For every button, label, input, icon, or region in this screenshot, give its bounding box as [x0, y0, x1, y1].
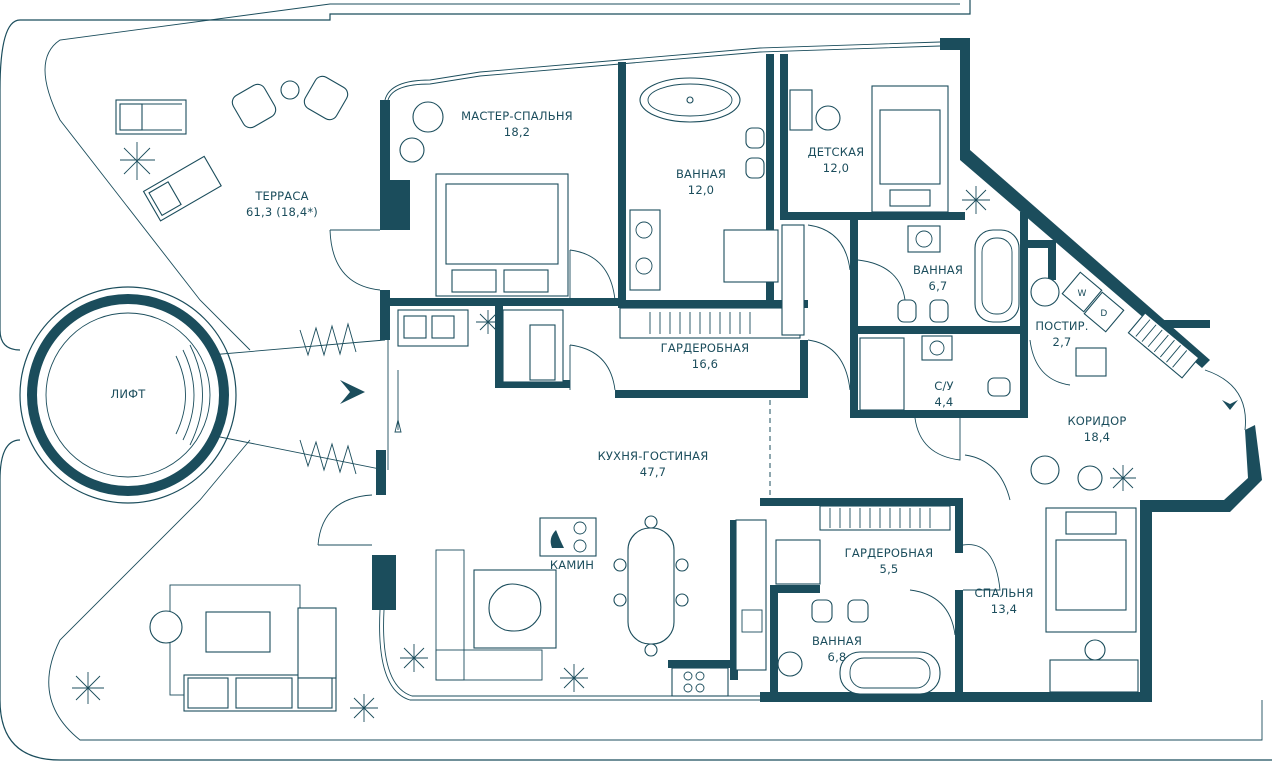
dining-table	[613, 515, 689, 657]
bedroom-area: 13,4	[991, 602, 1017, 616]
terrace-door-upper	[329, 229, 381, 291]
sun-lounger	[115, 99, 187, 135]
corridor-area: 18,4	[1084, 430, 1110, 444]
planter-lower	[299, 439, 357, 475]
svg-text:D: D	[1100, 309, 1107, 319]
wc-name: С/У	[934, 379, 954, 393]
sink-icon	[777, 651, 803, 677]
sliding-door-arrow	[394, 419, 402, 433]
shower	[723, 229, 779, 283]
bath-kids-area: 6,7	[929, 279, 948, 293]
kids-room-name: ДЕТСКАЯ	[808, 145, 865, 159]
master-bedroom-name: МАСТЕР-СПАЛЬНЯ	[461, 109, 573, 123]
bed	[435, 173, 569, 297]
wardrobe-small-area: 5,5	[880, 562, 899, 576]
bedroom-name: СПАЛЬНЯ	[974, 586, 1033, 600]
interior-walls	[390, 54, 1210, 700]
terrace-name: ТЕРРАСА	[254, 189, 308, 203]
bath-bottom-name: ВАННАЯ	[812, 634, 862, 648]
wardrobe-main-area: 16,6	[692, 357, 718, 371]
master-bath-area: 12,0	[688, 183, 714, 197]
elevator	[19, 286, 237, 504]
wc-area: 4,4	[935, 395, 954, 409]
living-sofa	[435, 549, 557, 681]
kitchen-living-name: КУХНЯ-ГОСТИНАЯ	[598, 449, 709, 463]
doors	[569, 224, 1246, 636]
toilet-icon	[897, 299, 949, 323]
kitchen-counter	[671, 519, 767, 697]
terrace-area: 61,3 (18,4*)	[246, 205, 318, 219]
wardrobe-main-name: ГАРДЕРОБНАЯ	[661, 341, 750, 355]
plant-icon	[350, 186, 1136, 722]
armchair	[231, 75, 349, 129]
bed	[1045, 507, 1137, 633]
sink-icon	[921, 335, 953, 361]
bath-bottom-area: 6,8	[828, 650, 847, 664]
toilet-icon	[745, 127, 765, 179]
bath-kids-name: ВАННАЯ	[913, 263, 963, 277]
sliding-door	[387, 340, 399, 470]
kitchen-living-area: 47,7	[640, 465, 666, 479]
wardrobe-block	[529, 324, 556, 381]
sofa	[397, 309, 469, 347]
svg-text:W: W	[1077, 289, 1086, 299]
wardrobe-rack	[775, 505, 951, 585]
fireplace-icon	[539, 517, 597, 557]
sun-lounger	[142, 155, 222, 222]
bathtub	[639, 77, 741, 123]
master-bedroom-area: 18,2	[504, 125, 530, 139]
corridor-name: КОРИДОР	[1067, 414, 1126, 428]
kids-room-area: 12,0	[823, 161, 849, 175]
shower	[859, 337, 905, 411]
plant-icon	[72, 142, 155, 704]
terrace-inner-outline	[44, 3, 1263, 741]
bathtub	[974, 229, 1020, 323]
entry-arrow	[340, 380, 365, 404]
bathtub	[839, 651, 941, 695]
desk	[789, 89, 841, 131]
laundry-area: 2,7	[1053, 335, 1072, 349]
vanity	[629, 209, 661, 291]
sink-icon	[907, 225, 941, 253]
outdoor-lounge	[149, 584, 337, 712]
terrace-door-lower	[317, 494, 373, 546]
master-bath-name: ВАННАЯ	[676, 167, 726, 181]
armchair	[399, 101, 444, 163]
wardrobe-small-name: ГАРДЕРОБНАЯ	[845, 546, 934, 560]
wardrobe-rack	[619, 224, 805, 339]
laundry-appliances: W D	[1030, 271, 1200, 379]
corridor-furniture	[1030, 455, 1103, 491]
planter-upper	[299, 322, 357, 357]
elevator-label: ЛИФТ	[111, 387, 147, 401]
bed	[871, 85, 949, 213]
desk	[1049, 639, 1139, 693]
laundry-name: ПОСТИР.	[1035, 319, 1088, 333]
toilet-icon	[811, 599, 869, 623]
toilet-icon	[987, 377, 1011, 397]
walkway	[209, 339, 386, 471]
room-labels: ТЕРРАСА 61,3 (18,4*) МАСТЕР-СПАЛЬНЯ 18,2…	[246, 109, 1126, 664]
fireplace-name: КАМИН	[550, 558, 594, 572]
